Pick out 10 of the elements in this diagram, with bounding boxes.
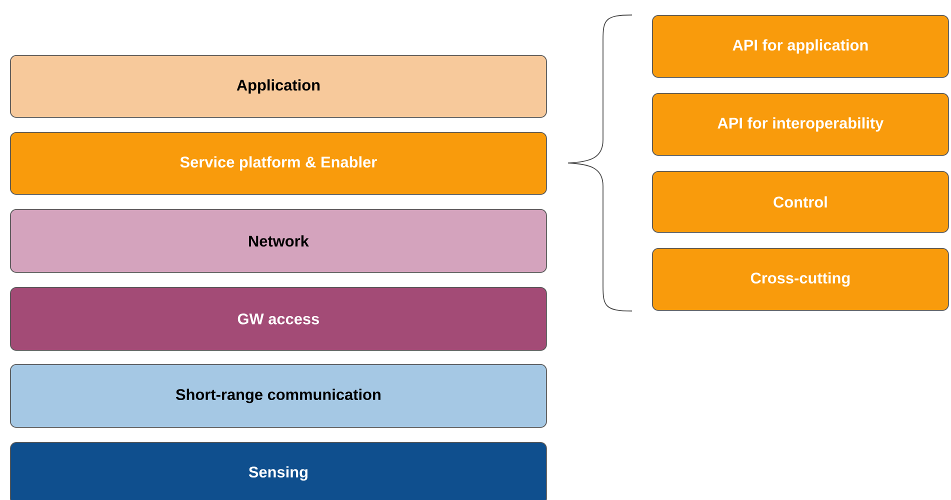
layer-box: Sensing	[10, 442, 547, 500]
layer-box: Service platform & Enabler	[10, 132, 547, 195]
layer-box: Application	[10, 55, 547, 118]
layer-box: Control	[652, 171, 949, 233]
layer-box: API for interoperability	[652, 93, 949, 156]
layer-box: Short-range communication	[10, 364, 547, 428]
layer-box: Cross-cutting	[652, 248, 949, 311]
layer-box: Network	[10, 209, 547, 273]
layer-box: GW access	[10, 287, 547, 351]
layer-box: API for application	[652, 15, 949, 78]
